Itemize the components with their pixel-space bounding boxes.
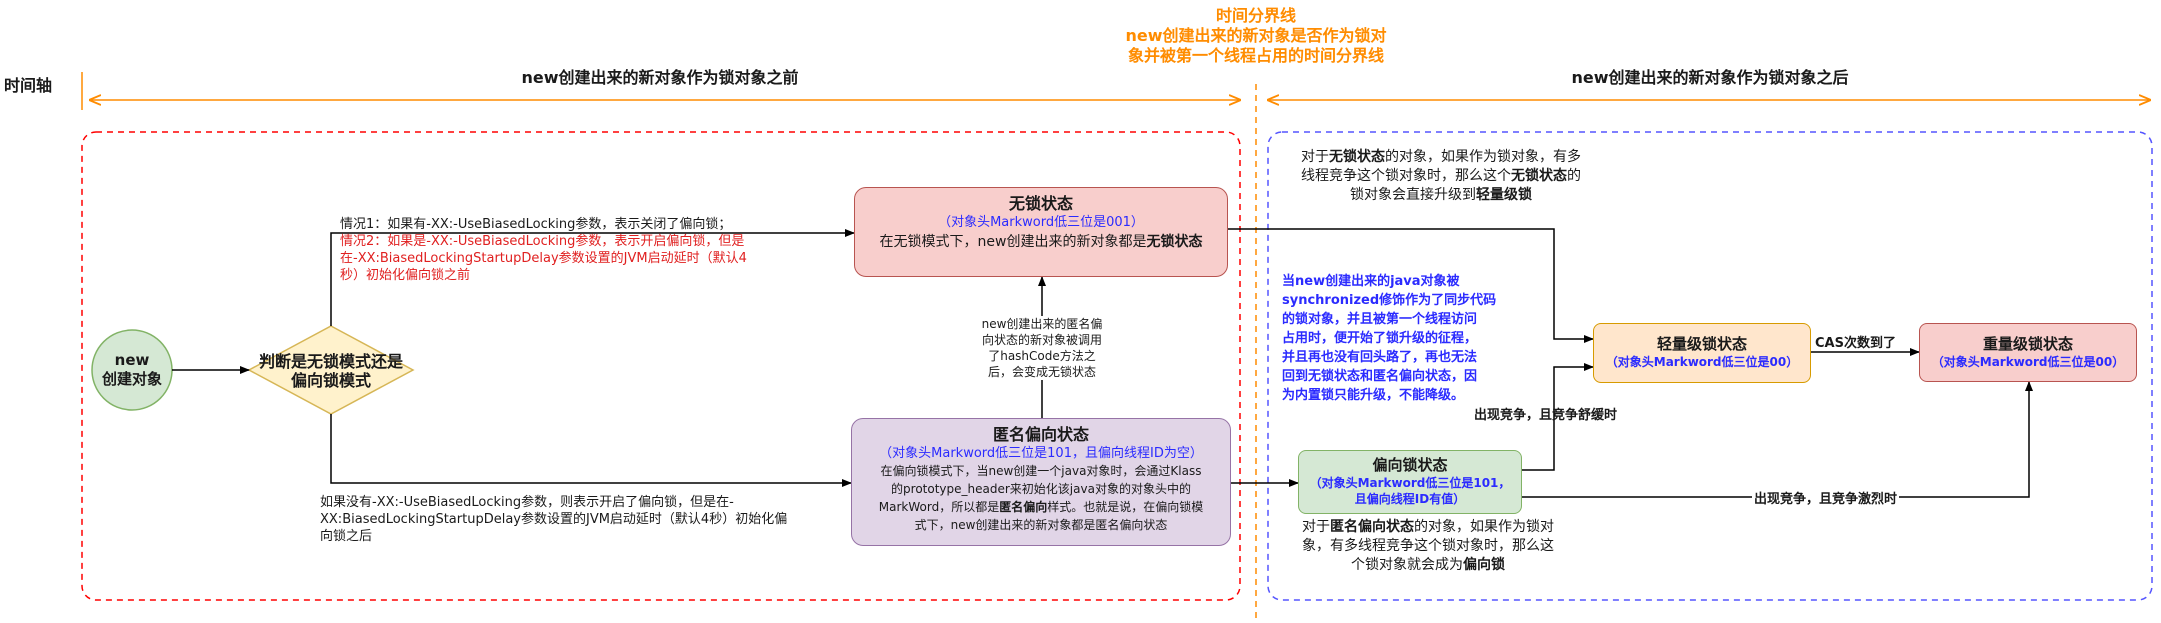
decision-line1: 判断是无锁模式还是 — [258, 352, 403, 371]
note-blue-line: 并且再也没有回头路了，再也无法 — [1282, 350, 1478, 365]
biased-lock-box: 偏向锁状态 （对象头Markword低三位是101， 且偏向线程ID有值） — [1298, 450, 1522, 514]
note-biased: 对于匿名偏向状态的对象，如果作为锁对 象，有多线程竞争这个锁对象时，那么这 个锁… — [1272, 518, 1584, 575]
cond-top: 情况1：如果有-XX:-UseBiasedLocking参数，表示关闭了偏向锁；… — [340, 216, 747, 284]
anon-desc: 在偏向锁模式下，当new创建一个java对象时，会通过Klass 的protot… — [852, 462, 1230, 534]
anon-desc-line: 式下，new创建出来的新对象都是匿名偏向状态 — [914, 518, 1168, 532]
anon-desc-line: 的prototype_header来初始化该java对象的对象头中的 — [891, 482, 1191, 496]
anon-biased-state-box: 匿名偏向状态 （对象头Markword低三位是101，且偏向线程ID为空） 在偏… — [851, 418, 1231, 546]
note-nolock-line3: 锁对象会直接升级到轻量级锁 — [1350, 187, 1532, 203]
decision-line2: 偏向锁模式 — [290, 371, 371, 390]
divider-title: 时间分界线 — [1215, 6, 1296, 25]
nolock-title: 无锁状态 — [1008, 194, 1073, 213]
note-biased-line2: 象，有多线程竞争这个锁对象时，那么这 — [1302, 538, 1554, 554]
edge-mild-label: 出现竞争，且竞争舒缓时 — [1474, 408, 1618, 423]
cond-case2-line2: 在-XX:BiasedLockingStartupDelay参数设置的JVM启动… — [340, 251, 747, 266]
nolock-sub: （对象头Markword低三位是001） — [938, 215, 1144, 230]
anon-title: 匿名偏向状态 — [992, 425, 1089, 444]
cond-bottom-line2: XX:BiasedLockingStartupDelay参数设置的JVM启动延时… — [320, 512, 788, 527]
note-blue-line: 的锁对象，并且被第一个线程访问 — [1282, 312, 1478, 327]
before-label: new创建出来的新对象作为锁对象之前 — [521, 68, 799, 87]
cond-case2-line1: 情况2：如果是-XX:-UseBiasedLocking参数，表示开启偏向锁，但… — [340, 234, 745, 249]
before-region — [81, 131, 1241, 601]
anon-desc-line: 在偏向锁模式下，当new创建一个java对象时，会通过Klass — [880, 464, 1202, 478]
start-node-line1: new — [114, 351, 150, 369]
hashcode-note-line: 后，会变成无锁状态 — [987, 365, 1096, 379]
hashcode-note-line: 向状态的新对象被调用 — [981, 333, 1102, 347]
heavy-title: 重量级锁状态 — [1982, 335, 2073, 353]
light-sub: （对象头Markword低三位是00） — [1605, 355, 1799, 369]
divider-caption: 时间分界线 new创建出来的新对象是否作为锁对 象并被第一个线程占用的时间分界线 — [1056, 6, 1456, 66]
note-biased-line3: 个锁对象就会成为偏向锁 — [1351, 557, 1505, 573]
hashcode-note: new创建出来的匿名偏 向状态的新对象被调用 了hashCode方法之 后，会变… — [967, 316, 1117, 380]
anon-desc-line: MarkWord，所以都是匿名偏向样式。也就是说，在偏向锁模 — [878, 500, 1204, 514]
hashcode-note-line: 了hashCode方法之 — [988, 349, 1096, 363]
after-label: new创建出来的新对象作为锁对象之后 — [1571, 68, 1849, 87]
cond-bottom: 如果没有-XX:-UseBiasedLocking参数，则表示开启了偏向锁，但是… — [320, 494, 787, 545]
cond-case2-line3: 秒）初始化偏向锁之前 — [340, 268, 471, 283]
lightweight-lock-box: 轻量级锁状态 （对象头Markword低三位是00） — [1593, 323, 1811, 383]
biased-sub2: 且偏向线程ID有值） — [1354, 492, 1466, 506]
decision-label: 判断是无锁模式还是 偏向锁模式 — [249, 352, 413, 390]
timeline-axis-label: 时间轴 — [4, 76, 53, 95]
nolock-desc: 在无锁模式下，new创建出来的新对象都是无锁状态 — [879, 234, 1203, 250]
note-nolock-line2: 线程竞争这个锁对象时，那么这个无锁状态的 — [1301, 168, 1581, 184]
cond-bottom-line3: 向锁之后 — [320, 529, 373, 544]
cond-bottom-line1: 如果没有-XX:-UseBiasedLocking参数，则表示开启了偏向锁，但是… — [320, 495, 734, 510]
note-biased-line1: 对于匿名偏向状态的对象，如果作为锁对 — [1302, 519, 1554, 535]
heavy-sub: （对象头Markword低三位是00） — [1931, 355, 2125, 369]
note-blue-line: synchronized修饰作为了同步代码 — [1282, 293, 1497, 308]
divider-line1: new创建出来的新对象是否作为锁对 — [1125, 26, 1387, 45]
cond-case1: 情况1：如果有-XX:-UseBiasedLocking参数，表示关闭了偏向锁； — [340, 217, 732, 232]
anon-sub: （对象头Markword低三位是101，且偏向线程ID为空） — [879, 446, 1203, 461]
note-blue-line: 当new创建出来的java对象被 — [1282, 274, 1460, 289]
biased-title: 偏向锁状态 — [1372, 456, 1448, 474]
light-title: 轻量级锁状态 — [1656, 335, 1747, 353]
biased-sub1: （对象头Markword低三位是101， — [1309, 476, 1511, 490]
start-node-line2: 创建对象 — [101, 370, 162, 388]
heavyweight-lock-box: 重量级锁状态 （对象头Markword低三位是00） — [1919, 323, 2137, 382]
note-blue-line: 回到无锁状态和匿名偏向状态，因 — [1282, 369, 1478, 384]
note-upgrade-journey: 当new创建出来的java对象被 synchronized修饰作为了同步代码 的… — [1282, 272, 1552, 405]
nolock-state-box: 无锁状态 （对象头Markword低三位是001） 在无锁模式下，new创建出来… — [854, 187, 1228, 277]
divider-line2: 象并被第一个线程占用的时间分界线 — [1127, 46, 1384, 65]
edge-cas-label: CAS次数到了 — [1815, 336, 1896, 351]
hashcode-note-line: new创建出来的匿名偏 — [981, 317, 1103, 331]
start-node-label: new 创建对象 — [92, 351, 172, 389]
edge-fierce-label: 出现竞争，且竞争激烈时 — [1752, 488, 1900, 507]
note-blue-line: 占用时，便开始了锁升级的征程， — [1282, 331, 1478, 346]
note-nolock-line1: 对于无锁状态的对象，如果作为锁对象，有多 — [1301, 149, 1581, 165]
note-blue-line: 为内置锁只能升级，不能降级。 — [1282, 388, 1465, 403]
note-nolock-upgrade: 对于无锁状态的对象，如果作为锁对象，有多 线程竞争这个锁对象时，那么这个无锁状态… — [1276, 148, 1606, 205]
